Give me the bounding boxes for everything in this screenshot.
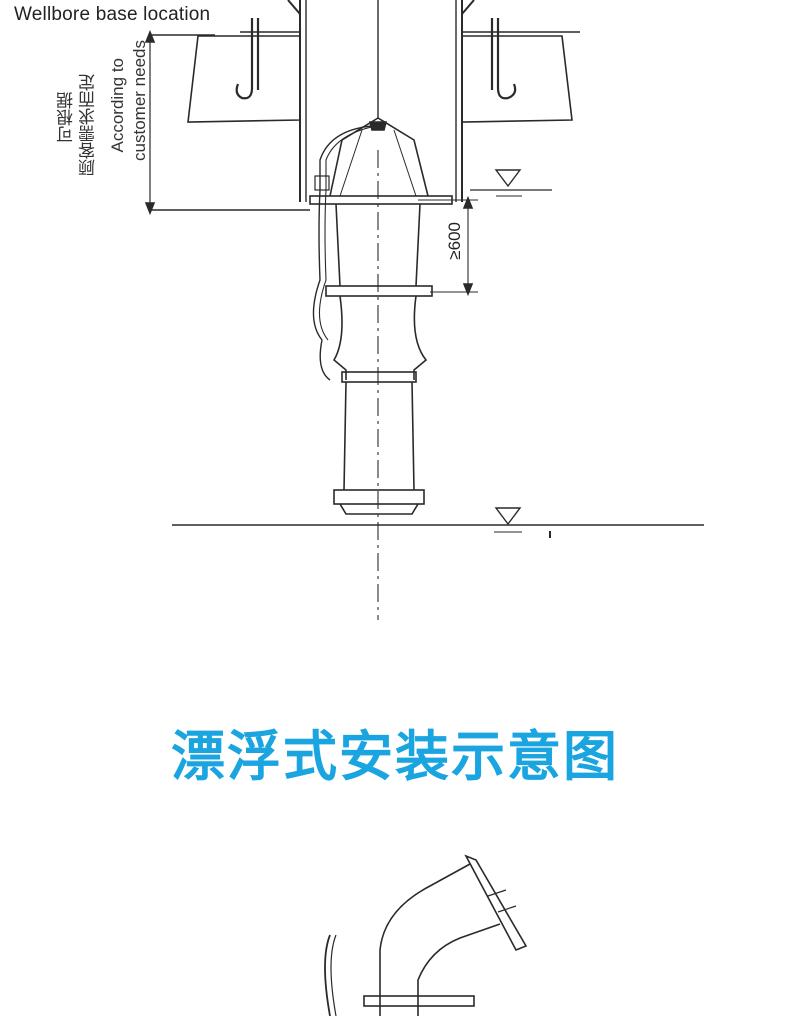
pump-base — [333, 489, 425, 505]
note-cn-line1: 可根据 — [57, 92, 77, 143]
left-foundation — [187, 35, 301, 123]
note-en-line1: According to — [108, 58, 127, 153]
pump-lower-flange — [341, 371, 417, 383]
hanger-hook — [368, 121, 388, 131]
note-en-line2: customer needs — [130, 40, 149, 161]
pump-mid-flange — [325, 285, 433, 297]
elbow-flange-bolts — [487, 889, 517, 913]
section-title: 漂浮式安装示意图 — [171, 725, 619, 788]
water-level-lower-symbol — [494, 507, 522, 526]
dim600-arrow-down — [462, 283, 474, 297]
pump-waist — [332, 295, 428, 380]
cable-clamp — [314, 175, 330, 191]
elbow-flange — [464, 854, 528, 952]
dimension-600-label: ≥600 — [445, 222, 464, 260]
wellbore-base-label: Wellbore base location — [14, 4, 211, 25]
right-foundation — [461, 35, 573, 123]
pump-motor-left — [343, 381, 347, 491]
dim-arrow-up — [144, 29, 156, 43]
top-flange — [287, 0, 475, 15]
bottom-flange — [363, 995, 475, 1007]
elbow-inner — [417, 923, 501, 1016]
elbow-outer — [379, 863, 471, 1016]
right-anchor-bolt — [496, 18, 517, 100]
water-level-upper-symbol — [494, 169, 522, 188]
note-cn-line2: 顾客需求而定 — [79, 74, 99, 176]
left-anchor-bolt — [235, 18, 254, 100]
pump-motor-right — [411, 381, 415, 491]
hanger-lines — [339, 129, 417, 197]
dim600-arrow-up — [462, 195, 474, 209]
power-cable-2 — [318, 125, 377, 341]
power-cable — [312, 125, 373, 381]
pump-upper-body — [335, 203, 421, 287]
pump-inlet — [339, 503, 419, 515]
bottom-wall-left-2 — [330, 934, 337, 1017]
dim-arrow-down — [144, 202, 156, 216]
bottom-wall-left — [324, 934, 331, 1017]
